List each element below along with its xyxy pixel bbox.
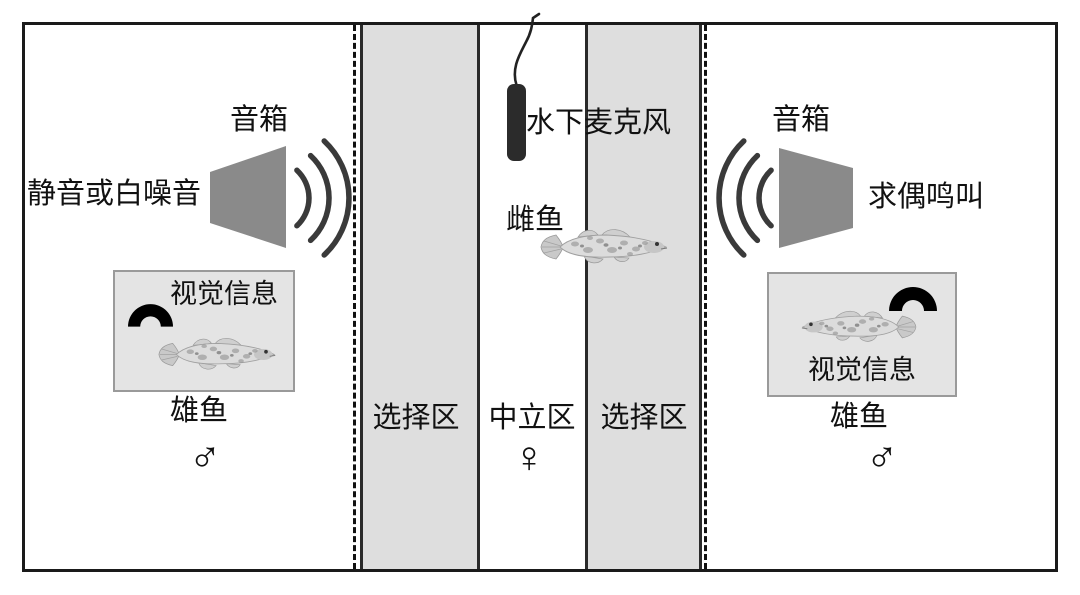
right-arc-icon xyxy=(889,287,937,311)
microphone-cable xyxy=(513,12,541,87)
right-male-fish-label: 雄鱼 xyxy=(829,401,889,433)
left-male-fish-image xyxy=(158,337,276,370)
right-speaker-label: 音箱 xyxy=(771,104,831,136)
right-male-fish-image xyxy=(801,310,917,342)
female-symbol: ♀ xyxy=(512,433,546,482)
left-choice-zone-label: 选择区 xyxy=(372,402,460,434)
right-partition-dashed-line xyxy=(704,25,707,569)
left-partition-dashed-line xyxy=(353,25,356,569)
right-choice-zone xyxy=(585,25,702,569)
right-choice-zone-label: 选择区 xyxy=(600,402,688,434)
left-arc-icon xyxy=(128,304,173,327)
neutral-zone-label: 中立区 xyxy=(488,402,576,434)
left-sound-waves-icon xyxy=(294,138,352,258)
right-visual-info-label: 视觉信息 xyxy=(808,355,916,385)
right-stimulus-label: 求偶鸣叫 xyxy=(868,181,985,213)
right-sound-waves-icon xyxy=(716,138,774,258)
right-visual-info-box: 视觉信息 xyxy=(767,272,957,397)
left-stimulus-label: 静音或白噪音 xyxy=(27,178,202,210)
underwater-microphone-label: 水下麦克风 xyxy=(526,107,672,139)
left-choice-zone xyxy=(360,25,480,569)
left-visual-info-label: 视觉信息 xyxy=(170,279,278,309)
left-male-fish-label: 雄鱼 xyxy=(169,395,229,427)
left-male-symbol: ♂ xyxy=(188,433,222,482)
underwater-microphone-icon xyxy=(507,84,526,161)
left-visual-info-box: 视觉信息 xyxy=(113,270,295,392)
female-fish-image xyxy=(540,229,668,264)
left-speaker-icon xyxy=(210,146,286,248)
left-speaker-label: 音箱 xyxy=(229,104,289,136)
right-speaker-icon xyxy=(779,148,853,248)
tank-outline xyxy=(22,22,1058,572)
right-male-symbol: ♂ xyxy=(865,433,899,482)
female-fish-label: 雌鱼 xyxy=(506,204,565,236)
